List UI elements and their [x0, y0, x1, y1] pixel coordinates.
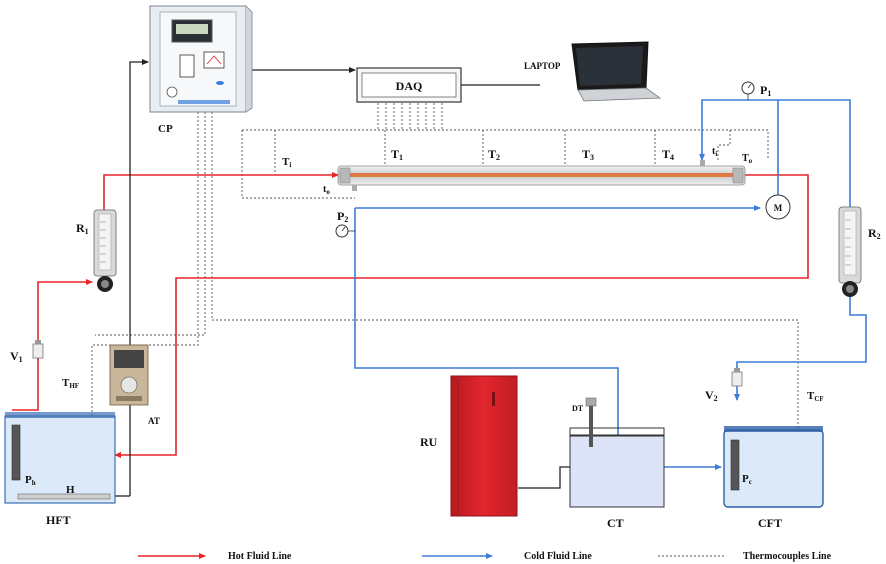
label-m: M [774, 203, 783, 213]
autotransformer [109, 344, 149, 406]
label-small-to: to [323, 184, 330, 196]
legend-hot-label: Hot Fluid Line [228, 551, 292, 562]
label-r2: R2 [868, 226, 881, 241]
valve-v1 [32, 340, 44, 359]
thermocouple-lines [91, 103, 799, 450]
control-panel [149, 5, 253, 113]
valve-v2 [731, 368, 743, 387]
label-laptop: LAPTOP [524, 61, 561, 71]
label-daq: DAQ [396, 79, 423, 93]
label-small-ti: ti [712, 146, 717, 158]
cold-fluid-lines [354, 99, 867, 470]
label-ti: Ti [282, 156, 291, 169]
hot-fluid-lines [12, 172, 809, 458]
label-dt: DT [572, 404, 584, 413]
legend-cold-label: Cold Fluid Line [524, 551, 592, 562]
label-at: AT [148, 416, 160, 426]
label-p1: P1 [760, 83, 771, 98]
hot-fluid-tank [4, 412, 116, 504]
label-t4: T4 [662, 147, 674, 162]
pressure-gauge-p1 [741, 81, 755, 100]
motor-pump [765, 194, 791, 220]
refrigeration-unit [450, 375, 518, 517]
legend-thermo-label: Thermocouples Line [743, 551, 832, 562]
double-pipe-heat-exchanger [337, 160, 746, 191]
label-tcf: TCF [807, 390, 824, 403]
label-to: To [742, 153, 753, 165]
label-hft: HFT [46, 513, 71, 527]
pressure-gauge-p2 [335, 224, 355, 238]
laptop [571, 41, 662, 102]
label-ct: CT [607, 516, 624, 530]
label-v1: V1 [10, 349, 23, 364]
label-t1: T1 [391, 147, 403, 162]
label-ph: Ph [25, 474, 36, 487]
label-t2: T2 [488, 147, 500, 162]
cold-fluid-tank [723, 426, 824, 508]
label-t3: T3 [582, 147, 594, 162]
rotameter-r1 [93, 209, 117, 292]
label-thf: THF [62, 377, 79, 390]
label-cft: CFT [758, 516, 782, 530]
label-cp: CP [158, 123, 173, 135]
legend: Hot Fluid Line Cold Fluid Line Thermocou… [138, 551, 832, 562]
label-ru: RU [420, 435, 438, 449]
cold-tank [569, 397, 665, 508]
label-v2: V2 [705, 388, 718, 403]
label-p2: P2 [337, 209, 348, 224]
label-r1: R1 [76, 221, 89, 236]
label-h: H [66, 484, 75, 496]
label-pc: Pc [742, 473, 752, 486]
daq-unit [356, 67, 462, 103]
rotameter-r2 [838, 206, 862, 297]
